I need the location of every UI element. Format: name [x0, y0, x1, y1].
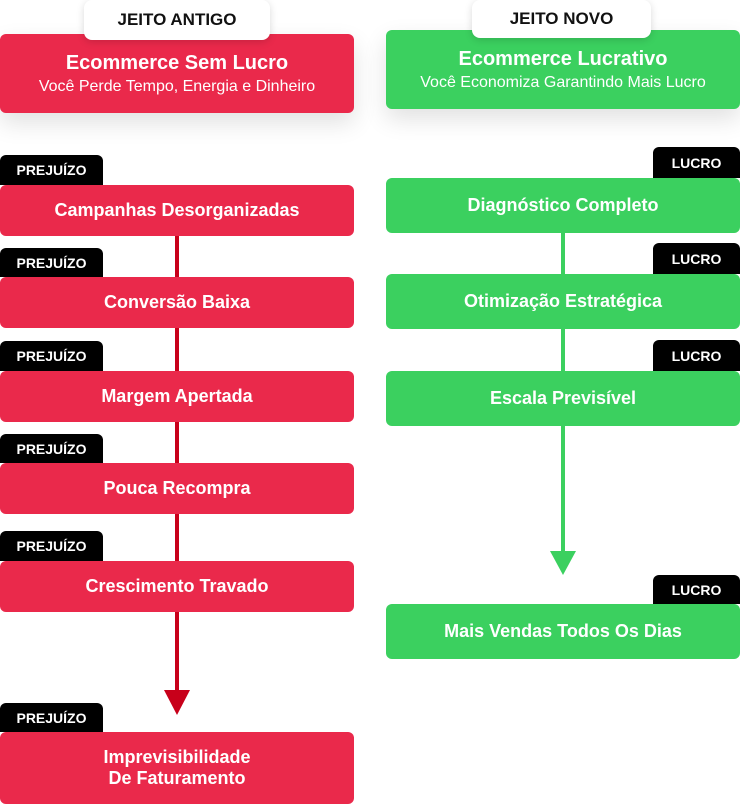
new-way-title: Ecommerce Lucrativo [458, 47, 668, 70]
new-step: Diagnóstico Completo [386, 178, 740, 233]
old-way-title: Ecommerce Sem Lucro [65, 51, 289, 74]
loss-tag: PREJUÍZO [0, 703, 103, 732]
loss-tag: PREJUÍZO [0, 341, 103, 371]
profit-tag: LUCRO [653, 243, 740, 274]
new-way-label: JEITO NOVO [472, 0, 651, 38]
loss-tag: PREJUÍZO [0, 531, 103, 561]
old-way-subtitle: Você Perde Tempo, Energia e Dinheiro [38, 77, 316, 95]
arrow-down-icon [550, 551, 576, 575]
arrow-down-icon [164, 690, 190, 715]
profit-tag: LUCRO [653, 575, 740, 604]
old-step: Campanhas Desorganizadas [0, 185, 354, 236]
profit-tag: LUCRO [653, 147, 740, 178]
new-step: Otimização Estratégica [386, 274, 740, 329]
old-step: Crescimento Travado [0, 561, 354, 612]
new-step-final: Mais Vendas Todos Os Dias [386, 604, 740, 659]
new-way-subtitle: Você Economiza Garantindo Mais Lucro [420, 73, 706, 91]
loss-tag: PREJUÍZO [0, 248, 103, 277]
old-way-label: JEITO ANTIGO [84, 0, 270, 40]
loss-tag: PREJUÍZO [0, 434, 103, 463]
old-way-header: Ecommerce Sem Lucro Você Perde Tempo, En… [0, 34, 354, 113]
new-step: Escala Previsível [386, 371, 740, 426]
old-step: Conversão Baixa [0, 277, 354, 328]
profit-tag: LUCRO [653, 340, 740, 371]
old-step-final: Imprevisibilidade De Faturamento [0, 732, 354, 804]
old-step: Margem Apertada [0, 371, 354, 422]
old-step: Pouca Recompra [0, 463, 354, 514]
new-way-header: Ecommerce Lucrativo Você Economiza Garan… [386, 30, 740, 109]
loss-tag: PREJUÍZO [0, 155, 103, 185]
